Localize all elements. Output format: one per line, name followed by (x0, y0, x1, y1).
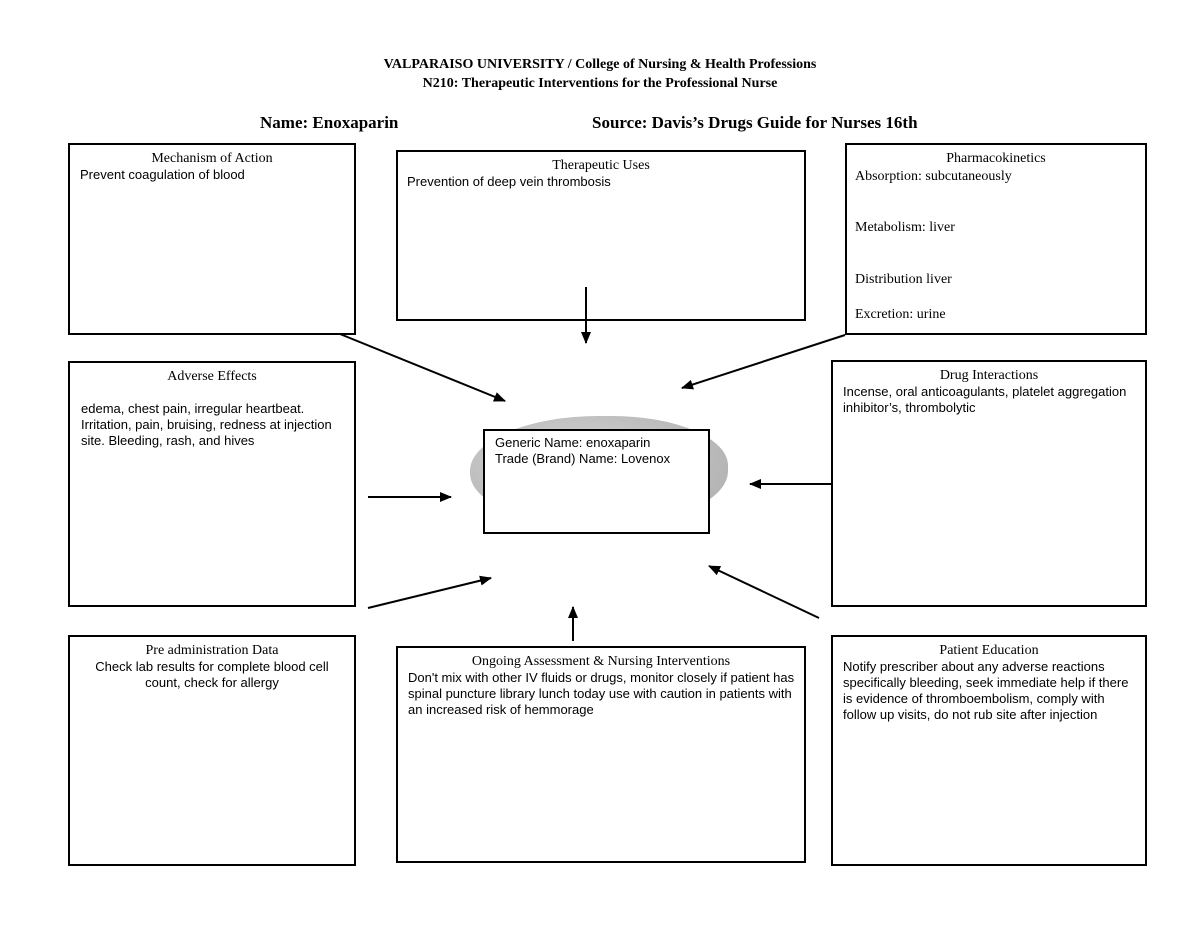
preadmin-body: Check lab results for complete blood cel… (95, 659, 333, 690)
arrow-preadmin (367, 575, 492, 609)
ongoing-box: Ongoing Assessment & Nursing Interventio… (396, 646, 806, 863)
generic-name: Generic Name: enoxaparin (495, 435, 651, 450)
interactions-body: Incense, oral anticoagulants, platelet a… (843, 384, 1130, 415)
trade-name: Trade (Brand) Name: Lovenox (495, 451, 671, 466)
arrow-mechanism (339, 333, 506, 402)
education-title: Patient Education (939, 643, 1039, 658)
pk-excretion: Excretion: urine (855, 307, 946, 322)
arrow-education (708, 565, 820, 619)
mechanism-title: Mechanism of Action (151, 151, 273, 166)
header-line-2: N210: Therapeutic Interventions for the … (422, 76, 778, 91)
adverse-title: Adverse Effects (167, 369, 257, 384)
therapeutic-body: Prevention of deep vein thrombosis (407, 174, 611, 189)
preadmin-title: Pre administration Data (145, 643, 279, 658)
header-line-1: VALPARAISO UNIVERSITY / College of Nursi… (383, 57, 817, 72)
drug-name: Name: Enoxaparin (260, 113, 399, 132)
pk-metabolism: Metabolism: liver (855, 220, 955, 235)
therapeutic-box: Therapeutic Uses Prevention of deep vein… (396, 150, 806, 321)
education-box: Patient Education Notify prescriber abou… (831, 635, 1147, 866)
mechanism-body: Prevent coagulation of blood (80, 167, 245, 182)
pk-distribution: Distribution liver (855, 272, 952, 287)
source: Source: Davis’s Drugs Guide for Nurses 1… (592, 113, 918, 132)
education-body: Notify prescriber about any adverse reac… (843, 659, 1133, 722)
arrow-pharmacokinetics (681, 334, 846, 390)
adverse-body: edema, chest pain, irregular heartbeat. … (81, 401, 336, 448)
pharmacokinetics-title: Pharmacokinetics (946, 151, 1046, 166)
pharmacokinetics-box: Pharmacokinetics Absorption: subcutaneou… (845, 143, 1147, 335)
interactions-title: Drug Interactions (939, 368, 1039, 383)
center-box: Generic Name: enoxaparin Trade (Brand) N… (483, 429, 710, 534)
interactions-box: Drug Interactions Incense, oral anticoag… (831, 360, 1147, 607)
therapeutic-title: Therapeutic Uses (552, 158, 650, 173)
pk-absorption: Absorption: subcutaneously (855, 169, 1012, 184)
preadmin-box: Pre administration Data Check lab result… (68, 635, 356, 866)
ongoing-body: Don't mix with other IV fluids or drugs,… (408, 670, 798, 717)
ongoing-title: Ongoing Assessment & Nursing Interventio… (471, 654, 731, 669)
adverse-box: Adverse Effects edema, chest pain, irreg… (68, 361, 356, 607)
mechanism-box: Mechanism of Action Prevent coagulation … (68, 143, 356, 335)
